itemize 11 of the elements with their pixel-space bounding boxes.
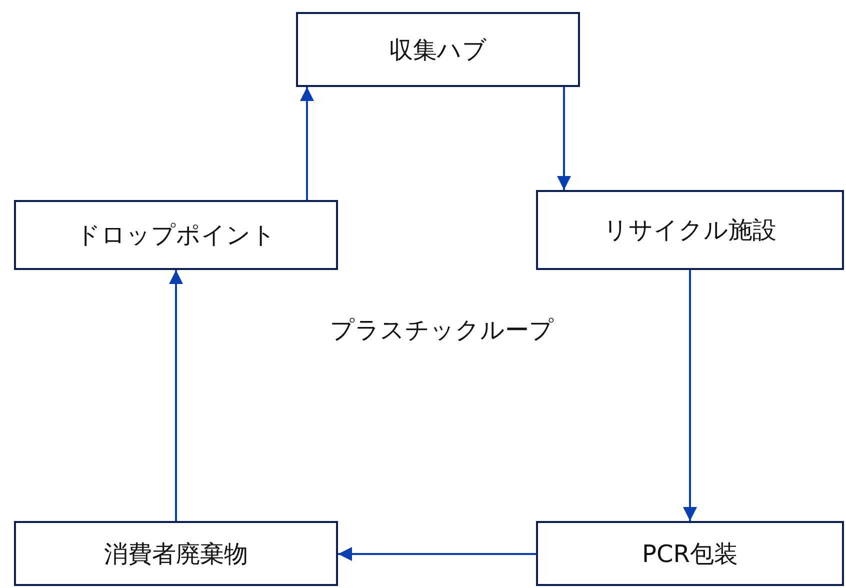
diagram-label: プラスチックループ	[330, 315, 554, 346]
arrow	[557, 87, 571, 190]
process-box: リサイクル施設	[536, 190, 844, 270]
process-box: ドロップポイント	[14, 200, 338, 270]
process-box: 消費者廃棄物	[14, 521, 338, 586]
arrow	[169, 270, 183, 521]
arrow	[683, 270, 697, 521]
process-box: PCR包装	[536, 521, 844, 586]
arrow	[338, 547, 536, 561]
arrow	[300, 87, 314, 200]
process-box: 収集ハブ	[296, 12, 580, 87]
